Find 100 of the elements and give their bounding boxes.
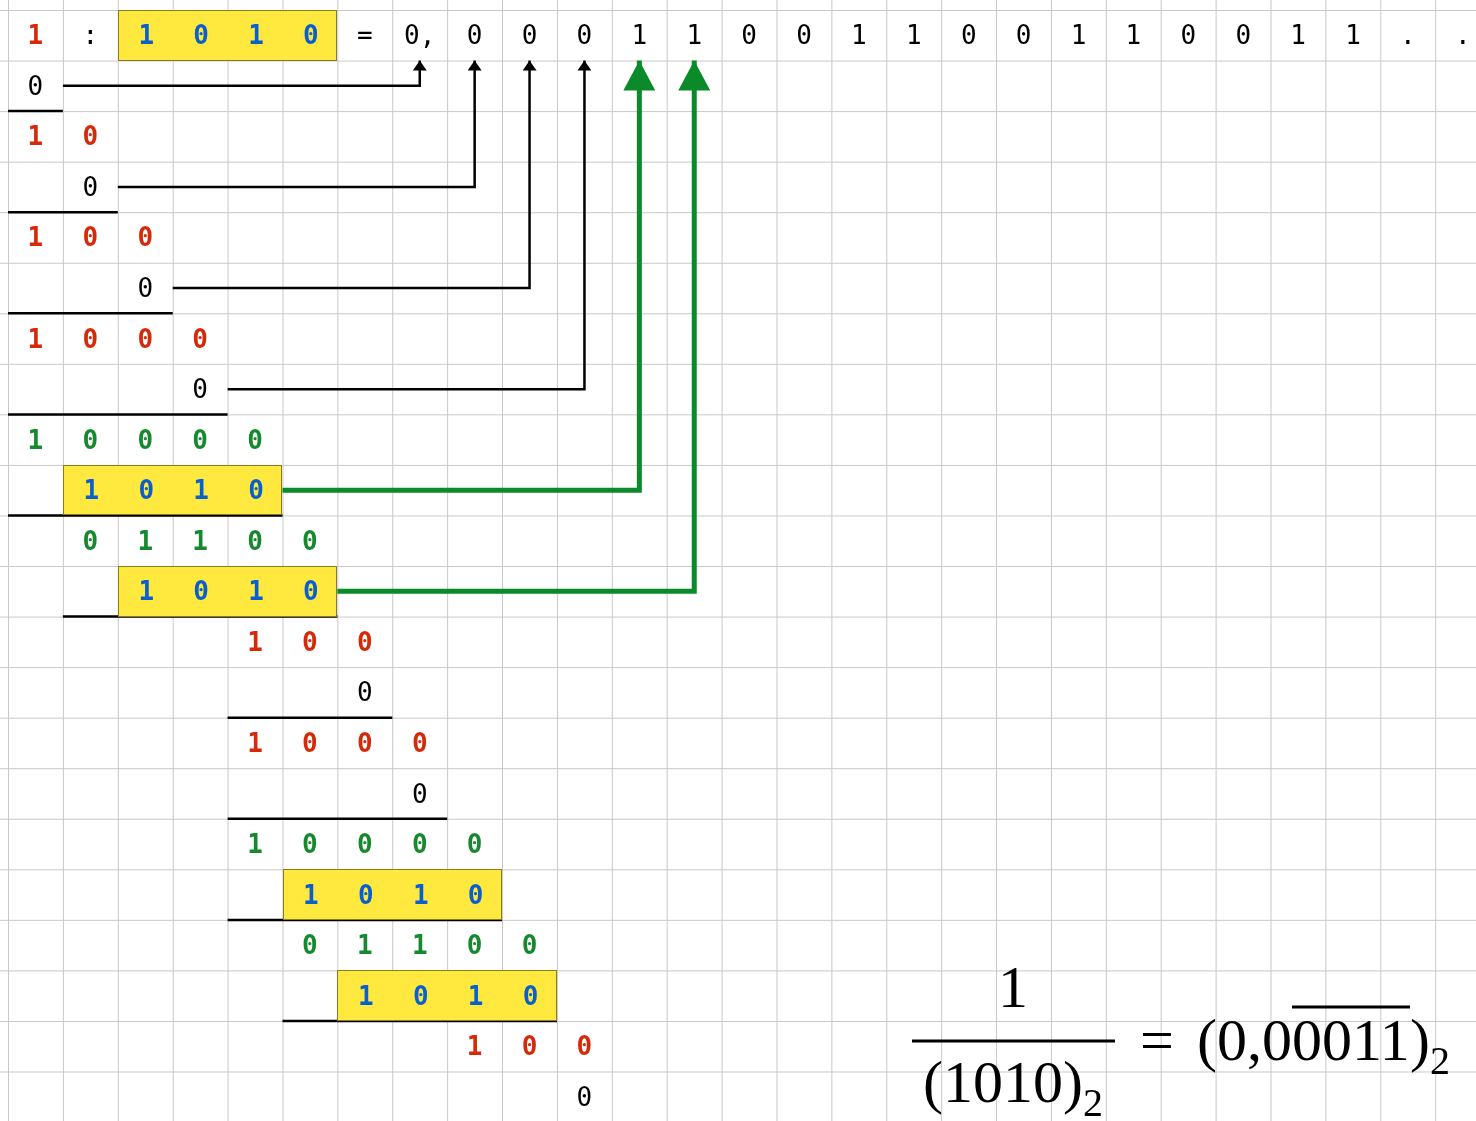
digit: 0: [248, 475, 264, 506]
digit: 0: [412, 980, 429, 1011]
digit: 1: [248, 576, 264, 607]
digit: 0: [82, 121, 99, 152]
digit: 0: [357, 829, 373, 860]
quotient-digit: 1: [666, 10, 722, 61]
ellipsis-dot: .: [1455, 20, 1471, 51]
remainder-digit: 0: [172, 363, 228, 415]
digit: 0: [467, 879, 484, 910]
digit: 0: [576, 1081, 593, 1112]
digit: 1: [412, 879, 429, 910]
digit: 0: [138, 475, 155, 506]
digit: 1: [247, 626, 263, 657]
digit: 0: [82, 424, 99, 455]
digit: 0: [302, 525, 318, 556]
quotient-digit: 0: [447, 10, 503, 61]
digit: 0: [193, 576, 209, 607]
quotient-digit: 1: [1125, 20, 1142, 51]
digit: 1: [27, 121, 44, 152]
digit: 1: [358, 980, 374, 1011]
quotient-digit: 1: [1345, 20, 1361, 51]
ellipsis-dot: .: [1400, 20, 1416, 51]
digit: 0: [137, 222, 154, 253]
quotient-digit: 0: [741, 20, 757, 51]
digit: 0: [357, 677, 373, 708]
subtrahend-box: [282, 869, 503, 920]
digit: 1: [83, 475, 100, 506]
digit: 0: [411, 727, 428, 758]
digit: 1: [411, 930, 428, 961]
digit: 0: [82, 525, 99, 556]
digit: 1: [138, 20, 155, 51]
digit: 1: [193, 475, 209, 506]
digit: 0: [247, 424, 263, 455]
arrow: [117, 60, 482, 189]
equals-sign: =: [1140, 1008, 1174, 1072]
digit: 1: [27, 424, 44, 455]
digit: 0: [358, 879, 374, 910]
quotient-digit: 0: [796, 20, 812, 51]
digit: 0: [466, 829, 483, 860]
digit: 0: [302, 727, 318, 758]
digit: 0: [137, 424, 154, 455]
digit: 0: [411, 778, 428, 809]
arrow: [62, 60, 427, 88]
digit: 0: [357, 626, 373, 657]
digit: 0: [466, 930, 483, 961]
digit: 0: [303, 20, 319, 51]
digit: 0: [521, 930, 538, 961]
quotient-digit: 1: [611, 10, 667, 61]
digit: 1: [138, 576, 155, 607]
closing-parenthesis: )$_{2}$: [1410, 1008, 1450, 1072]
digit: 0: [302, 626, 318, 657]
digit: 1: [357, 930, 373, 961]
remainder-digit: 0: [8, 60, 63, 112]
digit: 0: [192, 323, 208, 354]
binary-result: (0,0: [1197, 1008, 1292, 1072]
digit: 0: [302, 930, 318, 961]
digit: 0: [357, 727, 373, 758]
arrow: [337, 60, 711, 594]
quotient-digit: 0: [502, 10, 557, 61]
repeating-digits: 0011: [1292, 1008, 1410, 1072]
quotient-digit: 1: [1070, 20, 1087, 51]
quotient-digit: 0: [1180, 20, 1197, 51]
remainder-digit: 0: [62, 161, 118, 213]
digit: 0: [82, 323, 99, 354]
digit: 1: [247, 829, 263, 860]
digit: 0: [522, 980, 539, 1011]
digit: 0: [193, 20, 209, 51]
digit: 1: [467, 980, 484, 1011]
division-sign: :: [82, 20, 99, 51]
arrow: [227, 60, 592, 391]
quotient-digit: 0,: [392, 10, 448, 61]
quotient-digit: 1: [1290, 20, 1306, 51]
digit: 1: [248, 20, 264, 51]
digit: 1: [137, 525, 154, 556]
digit: 1: [27, 323, 44, 354]
quotient-digit: 0: [1015, 20, 1032, 51]
digit: 1: [466, 1031, 483, 1062]
quotient-digit: 0: [1235, 20, 1252, 51]
digit: 1: [247, 727, 263, 758]
quotient-digit: 1: [851, 20, 867, 51]
digit: 1: [303, 879, 319, 910]
digit: 0: [411, 829, 428, 860]
digit: 0: [82, 222, 99, 253]
digit: 0: [576, 1031, 593, 1062]
remainder-digit: 0: [117, 262, 173, 314]
divisor-box: [117, 10, 338, 61]
digit: 0: [521, 1031, 538, 1062]
quotient-digit: 1: [906, 20, 922, 51]
quotient-digit: 0: [557, 10, 612, 61]
digit: 0: [302, 829, 318, 860]
digit: 0: [303, 576, 319, 607]
digit: 0: [192, 424, 208, 455]
fraction-denominator: (1010)$_{2}$: [923, 1050, 1103, 1114]
fraction-numerator: 1: [998, 955, 1028, 1019]
arrow: [282, 60, 656, 493]
quotient-digit: 0: [960, 20, 977, 51]
arrow: [172, 60, 537, 290]
subtrahend-box: [337, 970, 557, 1021]
equals-sign: =: [357, 20, 373, 51]
digit: 1: [192, 525, 208, 556]
